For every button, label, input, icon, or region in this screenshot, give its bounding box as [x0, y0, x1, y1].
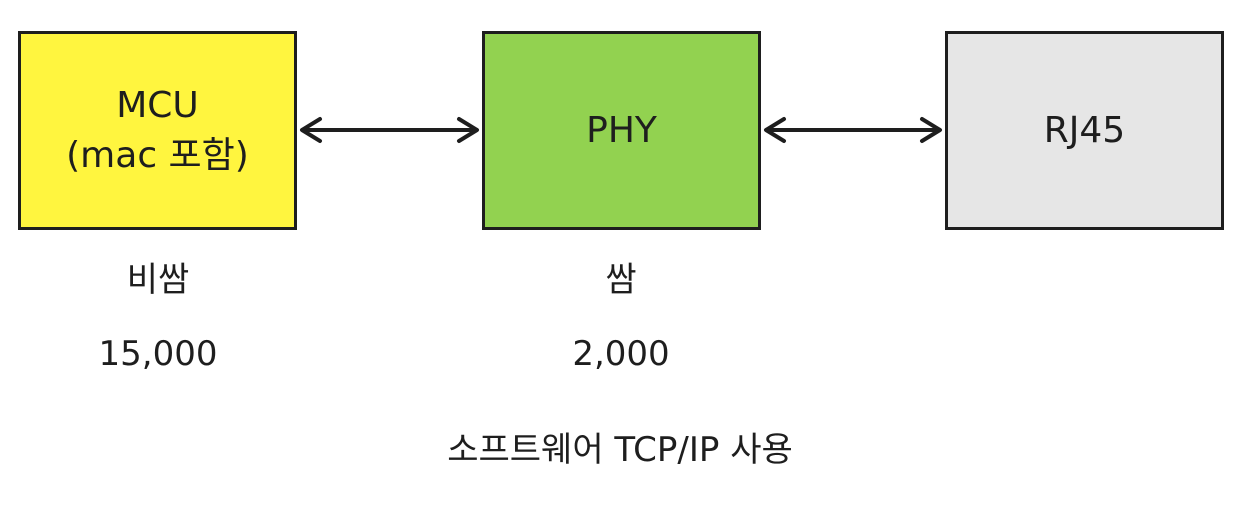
- edge-phy-rj45[interactable]: [764, 117, 942, 143]
- node-phy[interactable]: PHY: [482, 31, 761, 230]
- node-mcu-subtitle: (mac 포함): [66, 134, 249, 176]
- node-rj45[interactable]: RJ45: [945, 31, 1224, 230]
- mcu-cost-label: 비쌈: [126, 260, 190, 300]
- mcu-price-label: 15,000: [98, 334, 218, 374]
- phy-price-label: 2,000: [572, 334, 670, 374]
- footnote-text: 소프트웨어 TCP/IP 사용: [447, 430, 793, 470]
- edge-mcu-phy-arrowhead-left: [300, 117, 322, 143]
- node-phy-title: PHY: [586, 109, 657, 151]
- edge-phy-rj45-arrowhead-right: [920, 117, 942, 143]
- phy-cost-label: 쌈: [605, 260, 637, 300]
- edge-phy-rj45-arrowhead-left: [764, 117, 786, 143]
- edge-mcu-phy[interactable]: [300, 117, 479, 143]
- node-rj45-title: RJ45: [1043, 109, 1126, 151]
- node-mcu-title: MCU: [116, 84, 199, 126]
- node-mcu[interactable]: MCU (mac 포함): [18, 31, 297, 230]
- edge-mcu-phy-arrowhead-right: [457, 117, 479, 143]
